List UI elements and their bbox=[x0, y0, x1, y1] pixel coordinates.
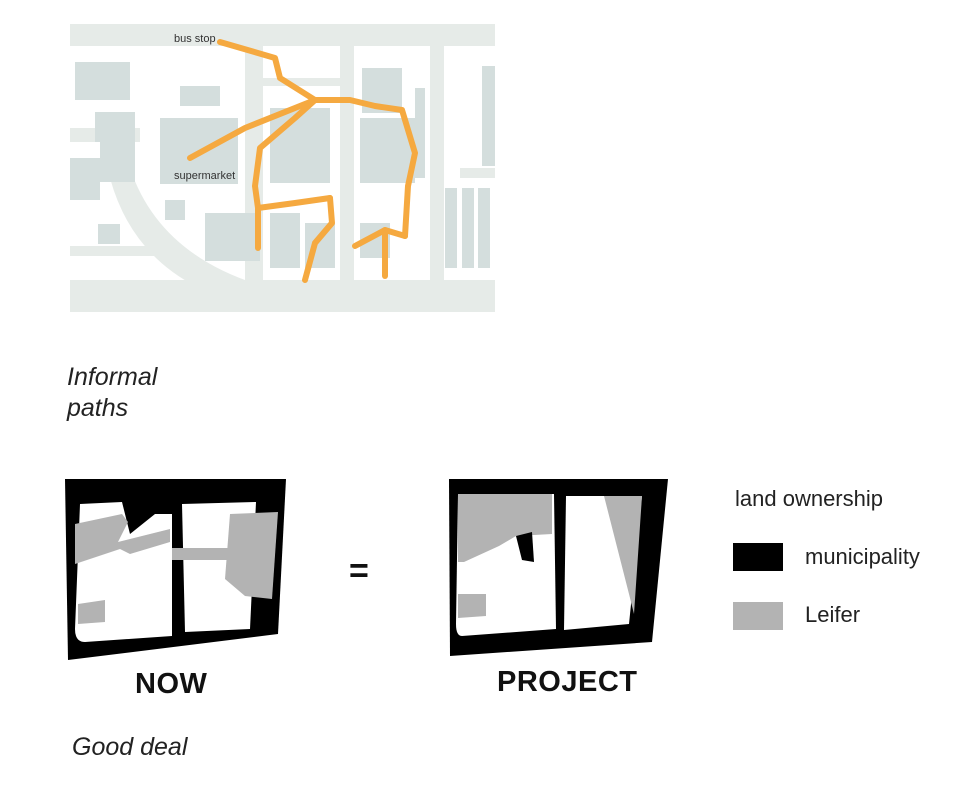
leifer-parcel-south bbox=[78, 600, 105, 624]
legend-swatch-municipality bbox=[733, 543, 783, 571]
leifer-parcel-east bbox=[225, 512, 278, 599]
project-label: PROJECT bbox=[497, 666, 638, 698]
equals-sign: = bbox=[349, 552, 369, 590]
leifer-parcel-south bbox=[458, 594, 486, 618]
ownership-plan-now bbox=[65, 479, 286, 660]
ownership-plan-project bbox=[449, 479, 668, 656]
site-map: bus stop supermarket bbox=[70, 18, 495, 320]
leifer-parcel-west bbox=[75, 514, 170, 564]
legend-swatch-leifer bbox=[733, 602, 783, 630]
supermarket-label: supermarket bbox=[174, 170, 235, 182]
legend-title: land ownership bbox=[735, 486, 883, 511]
legend-label-municipality: municipality bbox=[805, 544, 920, 569]
leifer-parcel-link bbox=[172, 548, 232, 560]
bus-stop-label: bus stop bbox=[174, 33, 216, 45]
good-deal-caption: Good deal bbox=[72, 733, 188, 761]
legend-label-leifer: Leifer bbox=[805, 602, 861, 627]
municipality-wedge bbox=[516, 532, 534, 562]
leifer-parcel-northwest bbox=[458, 494, 552, 562]
caption-line-1: Informal bbox=[67, 363, 158, 391]
leifer-parcel-east bbox=[604, 496, 642, 614]
informal-paths-caption: Informal paths bbox=[67, 362, 157, 424]
caption-line-2: paths bbox=[67, 394, 129, 422]
informal-paths bbox=[187, 39, 418, 283]
now-label: NOW bbox=[135, 668, 208, 700]
